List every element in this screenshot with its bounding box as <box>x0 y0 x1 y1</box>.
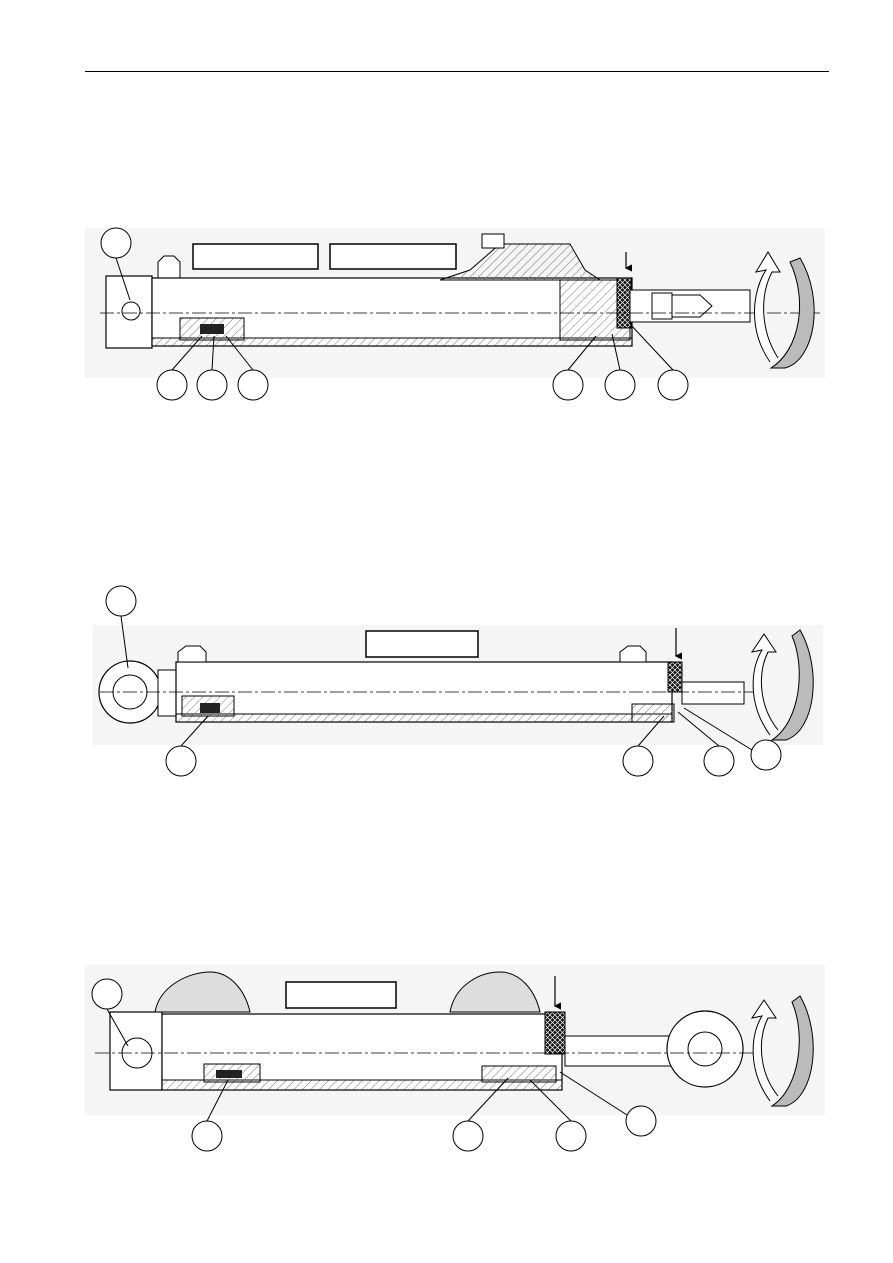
callout <box>91 978 123 1010</box>
trunnion-mount <box>449 971 541 1013</box>
gland <box>631 703 675 723</box>
callout <box>703 745 735 777</box>
callout <box>452 1120 484 1152</box>
rotation-arrow-icon <box>750 629 814 741</box>
piston-seal <box>200 324 224 334</box>
callout <box>604 369 636 401</box>
gland <box>481 1065 557 1083</box>
barrel-wall-section <box>175 713 673 723</box>
barrel-wall-section <box>161 1079 563 1091</box>
callout <box>750 739 782 771</box>
label-box-2 <box>329 243 457 270</box>
header-rule <box>85 71 829 72</box>
callout <box>100 227 132 259</box>
cylinder-figure-3 <box>85 965 825 1152</box>
pin-hole <box>121 301 141 321</box>
eye-bore <box>687 1031 723 1067</box>
callout <box>552 369 584 401</box>
wiper-seal <box>667 661 683 693</box>
trunnion-mount <box>154 971 251 1013</box>
callouts-figure-2 <box>105 585 782 777</box>
label-box-4 <box>285 981 397 1009</box>
callout <box>196 369 228 401</box>
rod-nut <box>651 292 673 320</box>
wiper-seal <box>616 277 632 329</box>
callout <box>622 745 654 777</box>
callouts-figure-1 <box>100 227 689 401</box>
eye-neck <box>157 669 177 717</box>
port-fitting <box>177 645 207 663</box>
callouts-figure-3 <box>91 978 657 1152</box>
callout <box>156 369 188 401</box>
callout <box>105 585 137 617</box>
piston-rod <box>681 681 745 705</box>
callout <box>657 369 689 401</box>
label-box-3 <box>365 630 479 658</box>
callout <box>165 745 197 777</box>
port-bolt <box>481 233 505 249</box>
cylinder-figure-1 <box>85 227 825 401</box>
callout <box>191 1120 223 1152</box>
piston-seal <box>200 703 220 713</box>
rotation-arrow-icon <box>754 251 815 369</box>
callout <box>625 1105 657 1137</box>
cylinder-figure-2 <box>93 585 823 777</box>
piston-seal <box>216 1070 242 1078</box>
wiper-seal <box>544 1011 566 1055</box>
callout <box>555 1120 587 1152</box>
barrel-wall-section <box>151 337 633 347</box>
callout <box>237 369 269 401</box>
rotation-arrow-icon <box>750 995 814 1107</box>
port-fitting <box>619 645 647 663</box>
label-box-1 <box>192 243 319 270</box>
piston-rod <box>564 1035 676 1067</box>
